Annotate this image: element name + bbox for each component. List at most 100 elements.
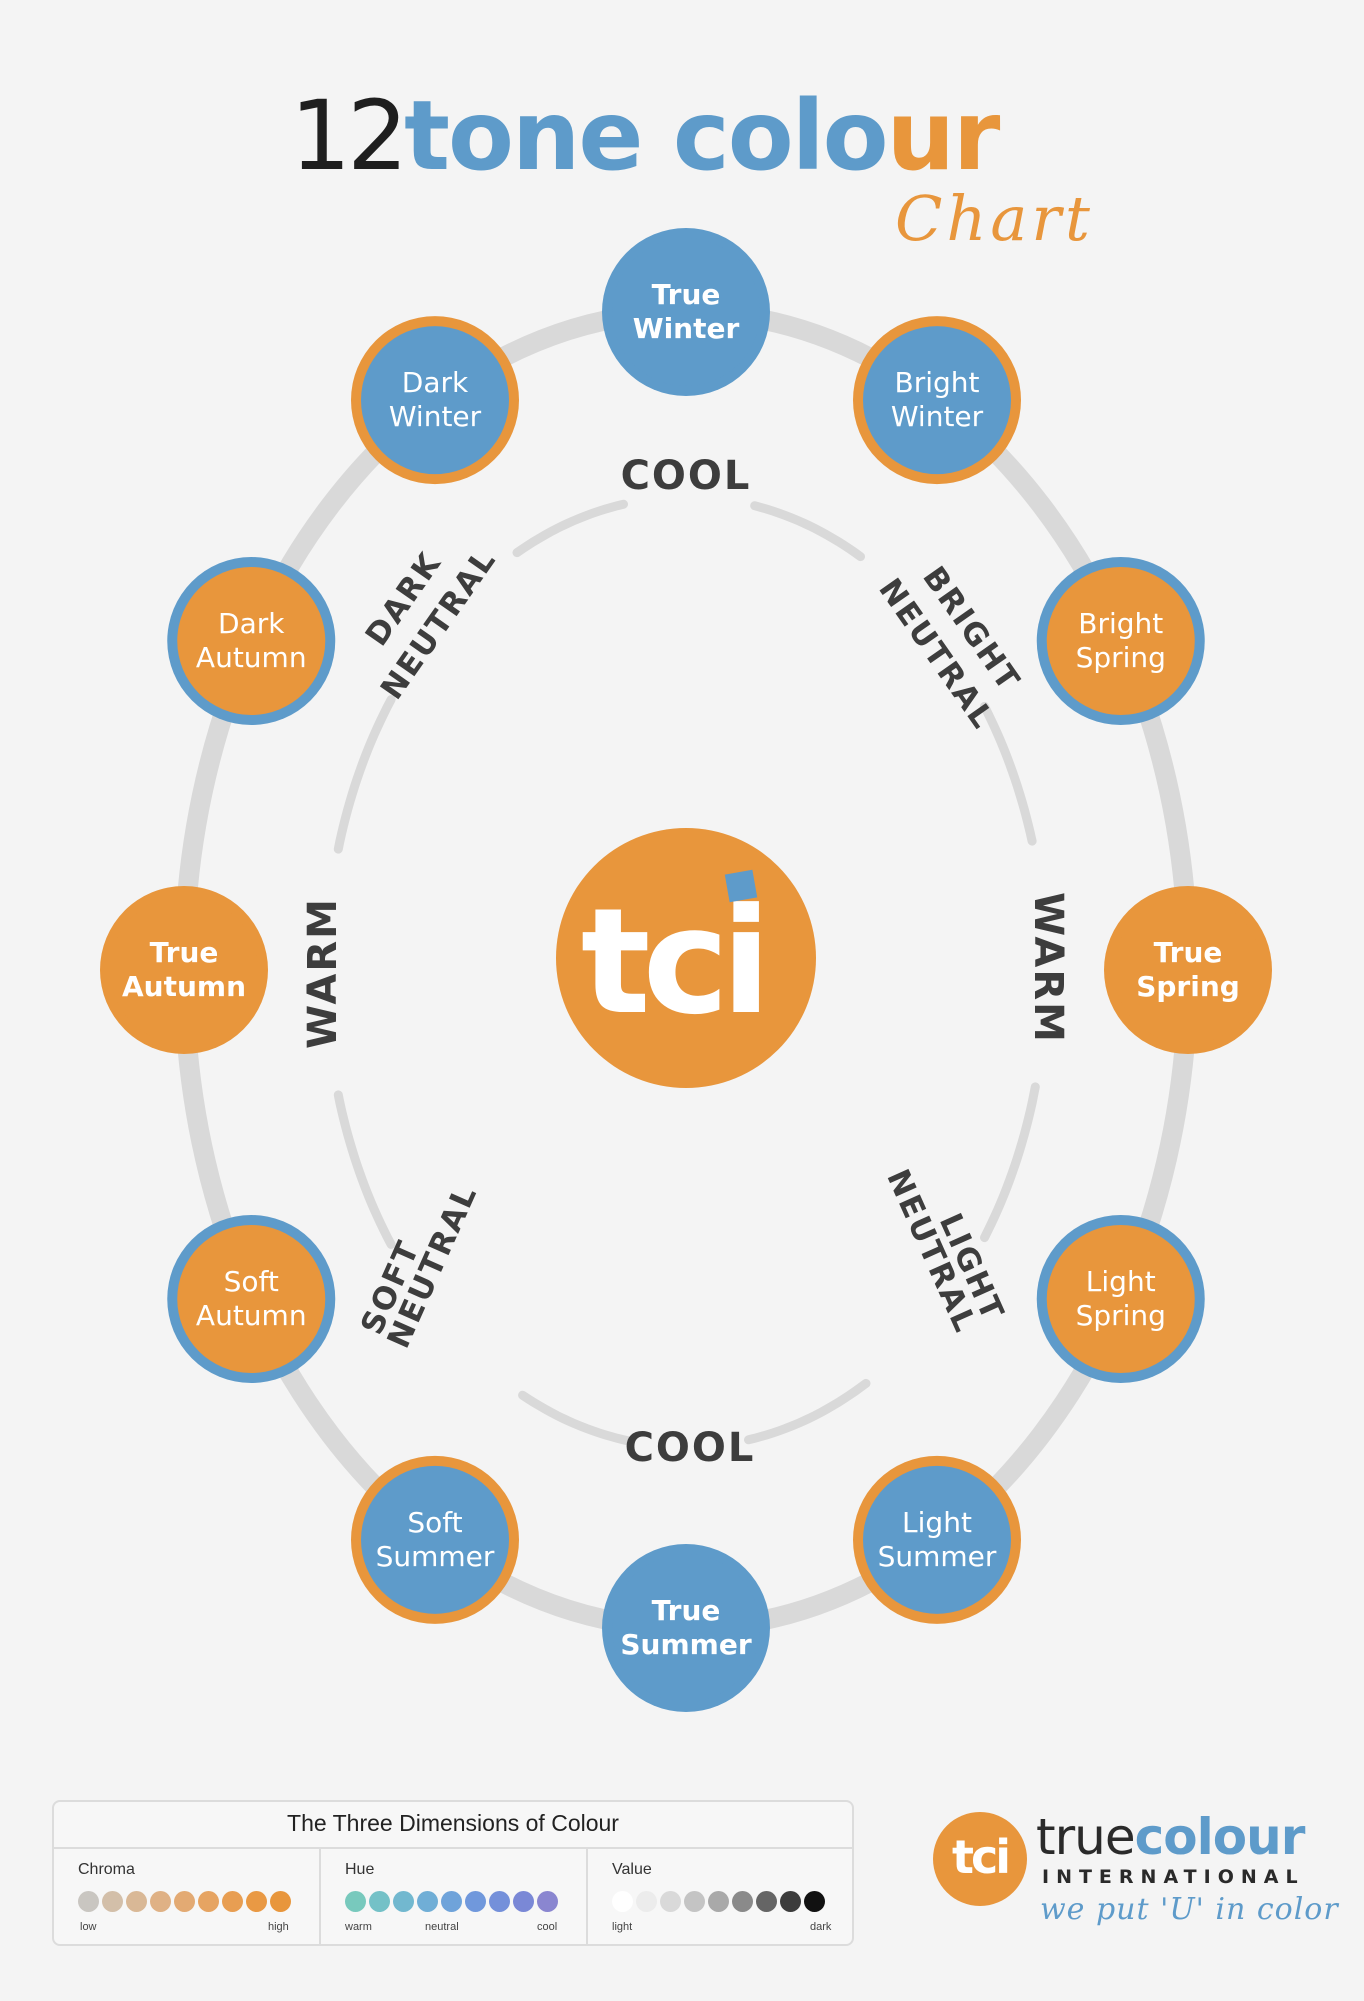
chroma-low-label: low	[80, 1921, 97, 1933]
chroma-swatch	[222, 1891, 243, 1912]
season-fill	[110, 896, 258, 1044]
season-fill	[612, 238, 760, 386]
brand-logo-text: tci	[951, 1830, 1011, 1884]
season-fill	[863, 326, 1011, 475]
season-label-line1: Dark	[402, 366, 469, 399]
season-label-line1: Dark	[218, 607, 285, 640]
legend-divider	[54, 1847, 852, 1849]
title-colo: colo	[672, 80, 889, 192]
legend-chroma: Chroma low high	[54, 1849, 319, 1944]
brand-name-part2: colour	[1134, 1808, 1306, 1866]
season-fill	[177, 1225, 326, 1373]
inner-track-segment	[333, 1090, 396, 1249]
season-label-line1: Bright	[895, 366, 980, 399]
season-fill	[177, 567, 326, 715]
brand-subtitle: INTERNATIONAL	[1042, 1866, 1305, 1888]
season-fill	[1046, 1225, 1195, 1373]
legend-panel: The Three Dimensions of Colour Chroma lo…	[52, 1800, 854, 1946]
value-swatch	[660, 1891, 681, 1912]
hue-swatch	[393, 1891, 414, 1912]
season-label-line1: Soft	[407, 1506, 462, 1539]
season-nodes: TrueWinterBrightWinterBrightSpringTrueSp…	[100, 228, 1272, 1712]
chroma-swatch	[174, 1891, 195, 1912]
hue-swatch	[489, 1891, 510, 1912]
season-label-line2: Summer	[620, 1628, 751, 1661]
inner-track-segment	[750, 501, 865, 562]
chroma-swatch	[246, 1891, 267, 1912]
season-label-line1: True	[652, 1594, 721, 1627]
chroma-label: Chroma	[78, 1861, 135, 1878]
season-label-line2: Summer	[376, 1540, 495, 1573]
center-logo-square	[724, 869, 758, 903]
chroma-swatch	[78, 1891, 99, 1912]
inner-track-segment	[744, 1378, 871, 1445]
season-fill	[361, 1465, 509, 1614]
season-label-line2: Spring	[1076, 1299, 1166, 1332]
warm-right-label: WARM	[1025, 892, 1071, 1044]
season-label-line2: Winter	[633, 312, 740, 345]
season-fill	[1114, 896, 1262, 1044]
season-label-line2: Autumn	[196, 1299, 307, 1332]
hue-swatch	[537, 1891, 558, 1912]
warm-left-label: WARM	[300, 897, 346, 1049]
hue-swatches	[345, 1891, 558, 1912]
season-label-line1: Light	[1086, 1265, 1156, 1298]
legend-title: The Three Dimensions of Colour	[287, 1810, 619, 1836]
season-fill	[612, 1554, 760, 1702]
brand-name-part1: true	[1036, 1808, 1136, 1866]
value-swatch	[732, 1891, 753, 1912]
value-label: Value	[612, 1861, 652, 1878]
title-tone: tone	[404, 80, 643, 192]
inner-track-segment	[512, 499, 628, 558]
title-number: 12	[290, 80, 408, 192]
value-swatch	[708, 1891, 729, 1912]
hue-swatch	[465, 1891, 486, 1912]
season-label-line1: True	[150, 936, 219, 969]
inner-track-segment	[980, 701, 1037, 846]
hue-swatch	[369, 1891, 390, 1912]
season-label-line1: Bright	[1078, 607, 1163, 640]
hue-swatch	[417, 1891, 438, 1912]
value-swatch	[612, 1891, 633, 1912]
season-label-line1: True	[652, 278, 721, 311]
season-label-line2: Summer	[878, 1540, 997, 1573]
value-light-label: light	[612, 1921, 633, 1933]
inner-track	[333, 499, 1040, 1446]
hue-swatch	[513, 1891, 534, 1912]
value-swatch	[684, 1891, 705, 1912]
season-label-line2: Winter	[389, 400, 482, 433]
cool-bottom-label: COOL	[625, 1425, 756, 1471]
season-fill	[1046, 567, 1195, 715]
title-ur: ur	[886, 80, 1001, 192]
legend-hue: Hue warm neutral cool	[319, 1849, 586, 1944]
value-swatch	[636, 1891, 657, 1912]
season-label-line2: Spring	[1136, 970, 1240, 1003]
hue-neutral-label: neutral	[425, 1921, 459, 1933]
center-logo-text: tci	[581, 877, 763, 1047]
value-dark-label: dark	[810, 1921, 832, 1933]
inner-track-segment	[518, 1390, 635, 1446]
hue-label: Hue	[345, 1861, 375, 1878]
chroma-swatch	[270, 1891, 291, 1912]
value-swatch	[756, 1891, 777, 1912]
season-label-line1: Soft	[224, 1265, 279, 1298]
value-swatch	[804, 1891, 825, 1912]
brand-name: truecolour	[1036, 1808, 1306, 1866]
cool-top-label: COOL	[621, 453, 752, 499]
chroma-swatch	[198, 1891, 219, 1912]
season-fill	[863, 1465, 1011, 1614]
season-label-line1: Light	[902, 1506, 972, 1539]
chroma-swatch	[102, 1891, 123, 1912]
page-subtitle: Chart	[895, 182, 1094, 255]
